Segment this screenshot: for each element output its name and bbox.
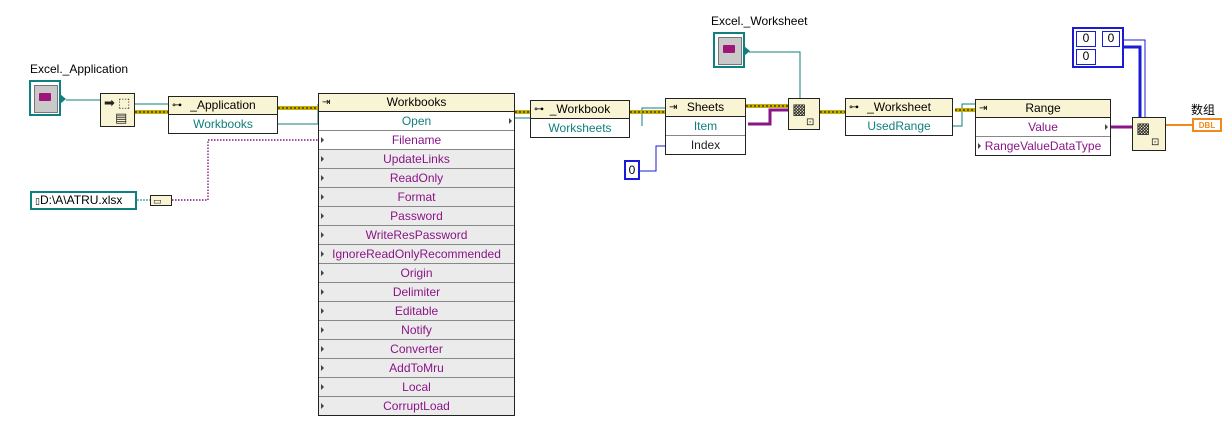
result-indicator-label: 数组 [1191,103,1216,117]
range-property-node[interactable]: ⇥ Range Value RangeValueDataType [975,99,1111,156]
param-row[interactable]: Format [319,188,514,207]
param-row[interactable]: Notify [319,321,514,340]
refnum-icon [723,45,735,53]
param-row[interactable]: IgnoreReadOnlyRecommended [319,245,514,264]
excel-application-refnum[interactable] [29,80,66,116]
property-value[interactable]: Value [976,118,1110,137]
property-node-icon: ⇥ [979,103,988,114]
array-element[interactable]: 0 [1102,31,1120,47]
automation-open-node[interactable]: ➡ ⬚ ▤ [100,93,135,127]
file-path-control[interactable]: ▯D:\A\ATRU.xlsx [30,191,137,210]
grid-icon: ▩ [792,101,807,118]
param-row[interactable]: WriteResPassword [319,226,514,245]
variant-to-data-node-2[interactable]: ▩ ⊡ [1132,117,1166,151]
property-worksheets[interactable]: Worksheets [548,121,612,135]
open-arrow-icon: ➡ [104,95,115,110]
workbooks-invoke-node[interactable]: ⇥ Workbooks Open Filename UpdateLinks Rea… [318,93,515,416]
param-row[interactable]: Converter [319,340,514,359]
param-row[interactable]: UpdateLinks [319,150,514,169]
folder-icon: ▤ [115,110,128,125]
param-row[interactable]: Editable [319,302,514,321]
invoke-node-icon: ⇥ [322,97,331,108]
to-variant-node[interactable]: ▭ [150,195,172,206]
property-node-icon: ⊶ [849,102,859,113]
grid-icon: ▩ [1136,120,1151,137]
variant-to-data-node[interactable]: ▩ ⊡ [788,98,820,130]
node-header: Sheets [686,100,725,114]
param-row[interactable]: CorruptLoad [319,397,514,415]
excel-application-label: Excel._Application [30,62,129,76]
variant-icon: ▭ [153,196,162,206]
application-property-node[interactable]: ⊶ _Application Workbooks [168,96,278,134]
method-item[interactable]: Item [666,117,745,136]
param-row[interactable]: AddToMru [319,359,514,378]
param-row[interactable]: Filename [319,131,514,150]
convert-icon: ⊡ [1151,137,1160,148]
node-header: Workbooks [386,95,447,109]
refnum-icon [39,93,51,101]
property-node-icon: ⊶ [172,100,182,111]
node-header: _Application [190,98,256,112]
invoke-node-icon: ⇥ [669,102,678,113]
param-row[interactable]: Password [319,207,514,226]
convert-icon: ⊡ [806,117,815,128]
dbl-array-indicator[interactable]: DBL [1192,118,1222,132]
param-row[interactable]: Origin [319,264,514,283]
param-row[interactable]: Local [319,378,514,397]
node-header: _Worksheet [867,100,931,114]
path-icon: ▯ [35,196,40,206]
param-rangevaluedatatype[interactable]: RangeValueDataType [976,137,1110,155]
node-header: _Workbook [549,102,611,116]
index-constant[interactable]: 0 [624,160,640,180]
sheets-invoke-node[interactable]: ⇥ Sheets Item Index [665,98,746,155]
property-usedrange[interactable]: UsedRange [867,119,931,133]
excel-worksheet-refnum[interactable] [713,32,750,68]
property-node-icon: ⊶ [534,104,544,115]
excel-worksheet-label: Excel._Worksheet [711,14,808,28]
property-workbooks[interactable]: Workbooks [193,117,253,131]
array-index-row[interactable]: 0 [1076,31,1096,47]
array-constant[interactable]: 0 0 0 [1072,27,1124,68]
worksheet-property-node[interactable]: ⊶ _Worksheet UsedRange [845,98,953,136]
param-row[interactable]: Delimiter [319,283,514,302]
array-index-col[interactable]: 0 [1076,49,1096,65]
param-row[interactable]: ReadOnly [319,169,514,188]
param-index[interactable]: Index [690,138,721,152]
node-header: Range [1025,101,1061,115]
cube-icon: ⬚ [118,95,131,110]
workbook-property-node[interactable]: ⊶ _Workbook Worksheets [530,100,630,138]
method-open[interactable]: Open [319,112,514,131]
